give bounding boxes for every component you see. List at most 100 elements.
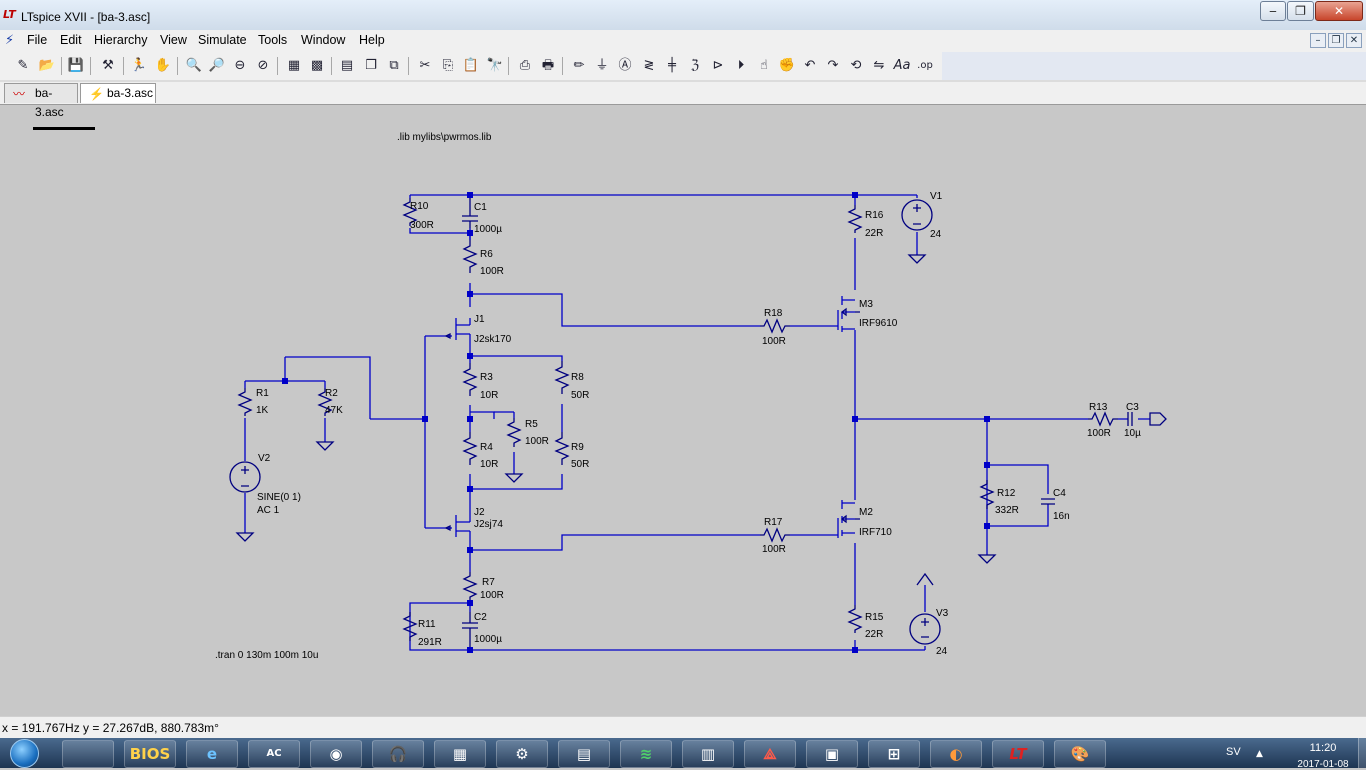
save-icon[interactable]: 💾: [67, 58, 85, 73]
audio-app-icon[interactable]: 🎧: [372, 740, 424, 768]
tray-expand-icon[interactable]: ▲: [1256, 749, 1263, 759]
drag-icon[interactable]: ✊: [778, 58, 796, 73]
schematic-canvas[interactable]: .lib mylibs\pwrmos.lib .tran 0 130m 100m…: [0, 104, 1366, 716]
grid-icon[interactable]: ▩: [310, 58, 324, 73]
r11-name: R11: [418, 619, 436, 630]
c1-value: 1000µ: [474, 224, 502, 235]
r12-value: 332R: [995, 505, 1019, 516]
acrobat-icon[interactable]: ⟁: [744, 740, 796, 768]
start-button[interactable]: [2, 739, 56, 768]
minimize-button[interactable]: ‒: [1260, 1, 1286, 21]
j2-name: J2: [474, 507, 485, 518]
halt-icon[interactable]: ✋: [154, 58, 172, 73]
c2-value: 1000µ: [474, 634, 502, 645]
paste-icon[interactable]: 📋: [462, 58, 480, 73]
menu-window[interactable]: Window: [301, 33, 346, 47]
media-player-icon[interactable]: [62, 740, 114, 768]
tab-waveform[interactable]: 〰 ba-3.asc: [4, 83, 78, 119]
document-tabs: 〰 ba-3.asc ⚡ ba-3.asc: [0, 82, 1366, 119]
tab-label: ba-3.asc: [35, 86, 64, 119]
bios-icon[interactable]: BIOS: [124, 740, 176, 768]
find-icon[interactable]: 🔭: [486, 58, 504, 73]
r5-name: R5: [525, 419, 538, 430]
component-icon[interactable]: ⏵: [737, 58, 745, 73]
internet-explorer-icon[interactable]: e: [186, 740, 238, 768]
firefox-icon[interactable]: ◐: [930, 740, 982, 768]
draw-wire-icon[interactable]: ✏: [573, 58, 585, 73]
r18-value: 100R: [762, 336, 786, 347]
redo-icon[interactable]: ↷: [827, 58, 839, 73]
mdi-restore-button[interactable]: ❐: [1328, 33, 1344, 48]
rotate-icon[interactable]: ⟲: [850, 58, 862, 73]
schematic-icon[interactable]: ⚡: [5, 33, 15, 48]
control-panel-icon[interactable]: ▣: [806, 740, 858, 768]
calculator-app-icon[interactable]: AC: [248, 740, 300, 768]
file-explorer-icon[interactable]: ▤: [558, 740, 610, 768]
menu-help[interactable]: Help: [359, 33, 385, 47]
mirror-icon[interactable]: ⇋: [873, 58, 885, 73]
menu-tools[interactable]: Tools: [258, 33, 288, 47]
tile-icon[interactable]: ▤: [340, 58, 354, 73]
r13-value: 100R: [1087, 428, 1111, 439]
tab-schematic[interactable]: ⚡ ba-3.asc: [80, 83, 156, 103]
run-icon[interactable]: 🏃: [130, 58, 148, 73]
m2-name: M2: [859, 507, 873, 518]
v2-name: V2: [258, 453, 271, 464]
spice-directive-icon[interactable]: .op: [917, 60, 933, 71]
label-net-icon[interactable]: Ⓐ: [618, 58, 632, 73]
menu-edit[interactable]: Edit: [60, 33, 82, 47]
menu-file[interactable]: File: [27, 33, 48, 47]
new-schematic-icon[interactable]: ✎: [17, 58, 29, 73]
menu-view[interactable]: View: [160, 33, 187, 47]
print-icon[interactable]: 🖶: [541, 58, 555, 73]
close-all-icon[interactable]: ⧉: [389, 58, 399, 73]
c4-value: 16n: [1053, 511, 1070, 522]
control-panel-icon[interactable]: ⚒: [102, 58, 114, 73]
zoom-in-icon[interactable]: 🔍: [185, 58, 203, 73]
zoom-area-icon[interactable]: 🔎: [208, 58, 226, 73]
cut-icon[interactable]: ✂: [419, 58, 431, 73]
title-bar: LT LTspice XVII - [ba-3.asc] ‒ ❐ ✕: [0, 0, 1366, 31]
copy-icon[interactable]: ⎘: [442, 58, 454, 73]
network-tool-icon[interactable]: ⚙: [496, 740, 548, 768]
text-icon[interactable]: Aa: [893, 58, 911, 73]
move-icon[interactable]: ☝: [760, 58, 768, 73]
calculator-icon[interactable]: ⊞: [868, 740, 920, 768]
undo-icon[interactable]: ↶: [804, 58, 816, 73]
menu-hierarchy[interactable]: Hierarchy: [94, 33, 148, 47]
open-icon[interactable]: 📂: [38, 58, 56, 73]
chrome-icon[interactable]: ◉: [310, 740, 362, 768]
spice-lib-directive[interactable]: .lib mylibs\pwrmos.lib: [397, 132, 492, 143]
capacitor-icon[interactable]: ╪: [668, 58, 676, 73]
autorange-icon[interactable]: ▦: [287, 58, 301, 73]
r15-value: 22R: [865, 629, 883, 640]
zoom-out-icon[interactable]: ⊖: [234, 58, 246, 73]
spotify-icon[interactable]: ≋: [620, 740, 672, 768]
maximize-button[interactable]: ❐: [1287, 1, 1314, 21]
grid-app-icon[interactable]: ▦: [434, 740, 486, 768]
paint-icon[interactable]: 🎨: [1054, 740, 1106, 768]
menu-simulate[interactable]: Simulate: [198, 33, 247, 47]
diode-icon[interactable]: ⊳: [712, 58, 724, 73]
show-desktop-button[interactable]: [1358, 738, 1366, 768]
zoom-fit-icon[interactable]: ⊘: [257, 58, 269, 73]
inductor-icon[interactable]: ℨ: [690, 58, 699, 73]
r2-value: 47K: [325, 405, 343, 416]
winrar-icon[interactable]: ▥: [682, 740, 734, 768]
mdi-minimize-button[interactable]: –: [1310, 33, 1326, 48]
clock-date[interactable]: 2017-01-08: [1297, 759, 1349, 770]
ground-icon[interactable]: ⏚: [595, 58, 609, 73]
print-setup-icon[interactable]: ⎙: [519, 58, 531, 73]
language-indicator[interactable]: SV: [1226, 746, 1241, 758]
clock-time[interactable]: 11:20: [1309, 742, 1337, 754]
close-button[interactable]: ✕: [1315, 1, 1363, 21]
cascade-icon[interactable]: ❐: [365, 58, 377, 73]
r4-value: 10R: [480, 459, 498, 470]
resistor-icon[interactable]: ≷: [643, 58, 655, 73]
r9-name: R9: [571, 442, 584, 453]
mdi-close-button[interactable]: ✕: [1346, 33, 1362, 48]
spice-tran-directive[interactable]: .tran 0 130m 100m 10u: [215, 650, 318, 661]
ltspice-taskbar-icon[interactable]: LT: [992, 740, 1044, 768]
m3-value: IRF9610: [859, 318, 898, 329]
cursor-readout: x = 191.767Hz y = 27.267dB, 880.783m°: [2, 721, 219, 735]
